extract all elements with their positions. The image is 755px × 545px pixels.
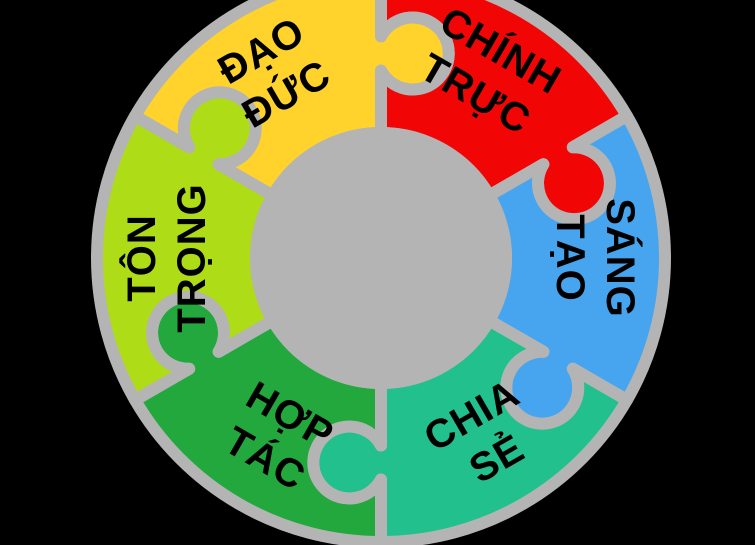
segment-label-line1: SÁNG: [598, 198, 643, 318]
segment-label-line2: TRỌNG: [170, 183, 214, 332]
puzzle-segment-dao-duc[interactable]: [129, 0, 455, 202]
puzzle-segments-group: [91, 0, 671, 545]
segment-label-line2: TẠO: [548, 214, 592, 301]
segment-label-line1: TÔN: [118, 214, 164, 301]
center-hub-circle: [250, 127, 512, 389]
segment-shape[interactable]: [129, 0, 455, 202]
